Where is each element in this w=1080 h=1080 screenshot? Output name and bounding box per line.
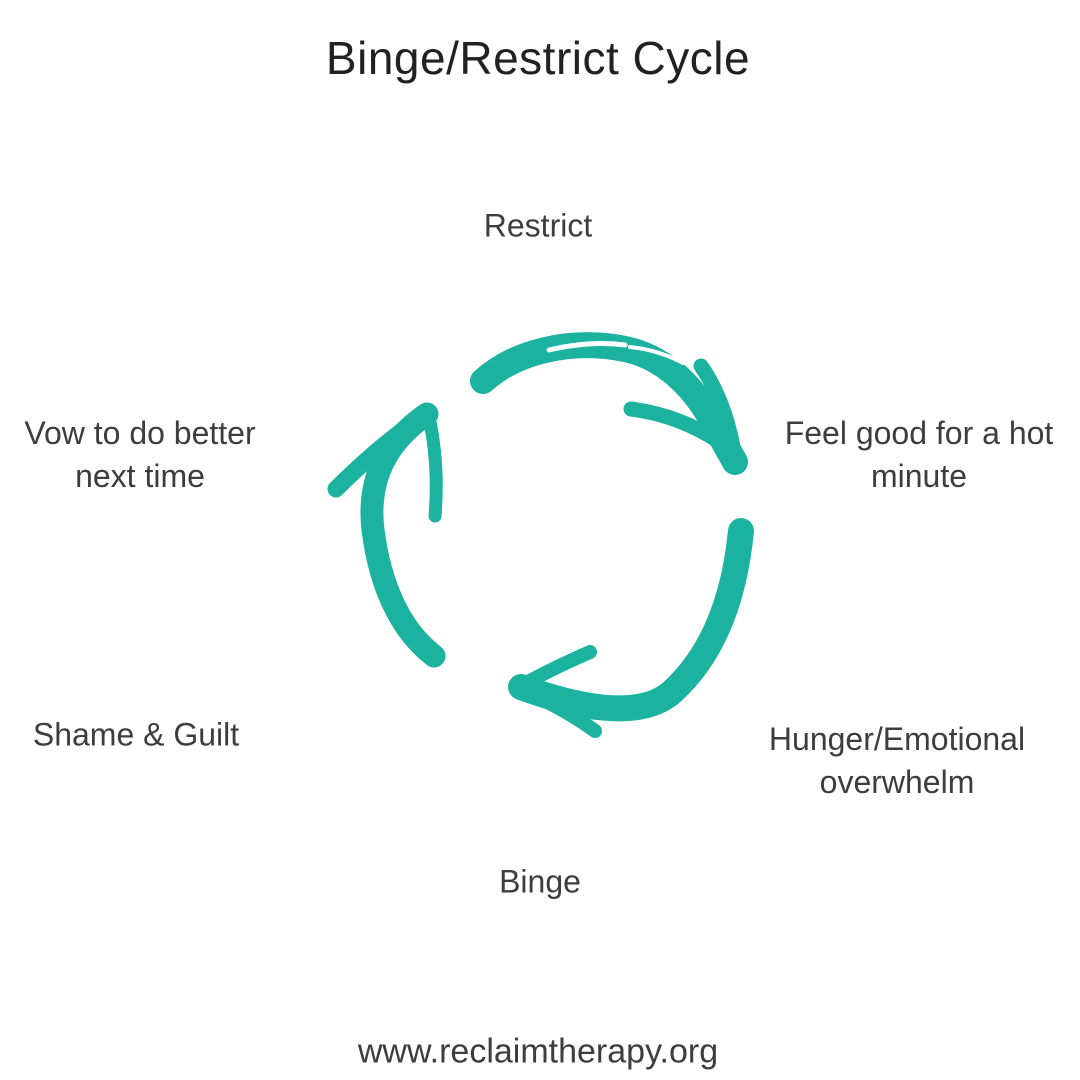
cycle-label-feel-good: Feel good for a hot minute <box>784 414 1054 494</box>
cycle-arrow-left-icon <box>327 402 446 668</box>
website-url: www.reclaimtherapy.org <box>357 1032 719 1071</box>
page-title: Binge/Restrict Cycle <box>325 32 751 84</box>
cycle-arrow-right-icon <box>508 518 754 738</box>
cycle-label-binge: Binge <box>499 863 581 900</box>
cycle-label-vow-to-do-better: Vow to do better next time <box>24 414 256 494</box>
cycle-arrow-top-icon <box>470 332 748 475</box>
cycle-label-shame-guilt: Shame & Guilt <box>32 716 240 753</box>
cycle-label-restrict: Restrict <box>483 207 593 244</box>
cycle-label-hunger-emotional-overwhelm: Hunger/Emotional overwhelm <box>768 720 1026 800</box>
